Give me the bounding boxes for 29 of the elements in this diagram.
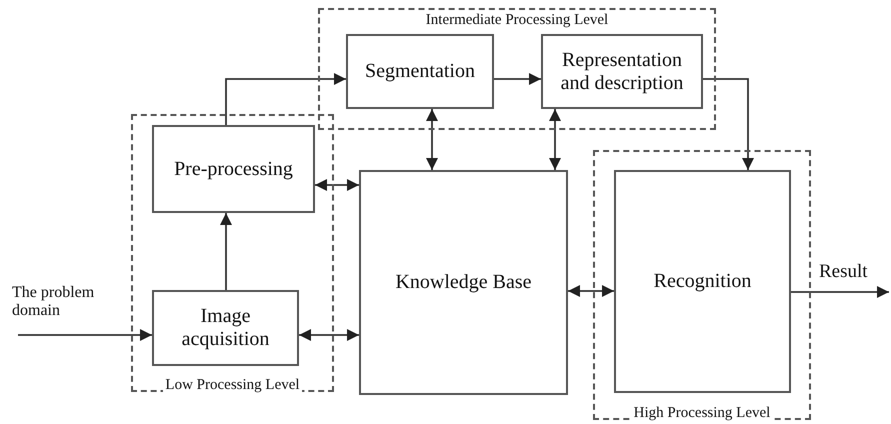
process-box (541, 34, 703, 109)
arrow (549, 109, 561, 170)
process-box (359, 170, 568, 395)
group-title: Intermediate Processing Level (424, 12, 610, 28)
dashed-group-frame (131, 114, 334, 392)
process-box (152, 290, 299, 366)
arrow (299, 329, 359, 341)
arrow (315, 179, 359, 191)
box-label: Recognition (652, 270, 752, 293)
process-box (614, 170, 791, 393)
arrow (494, 73, 541, 85)
arrow (791, 286, 889, 298)
arrow (703, 78, 754, 170)
box-label: Pre-processing (173, 158, 294, 180)
group-title: Low Processing Level (163, 377, 302, 393)
process-box (152, 125, 315, 213)
arrow (225, 73, 346, 125)
arrow (220, 213, 232, 290)
arrow (568, 285, 614, 297)
dashed-group-frame (593, 150, 811, 420)
box-label: Segmentation (364, 60, 476, 83)
dashed-group-frame (318, 8, 716, 130)
box-label: Knowledge Base (394, 271, 533, 294)
group-title: High Processing Level (632, 405, 772, 421)
arrow (18, 329, 152, 341)
box-label: Representation and description (560, 48, 684, 94)
arrow (426, 109, 438, 170)
process-box (346, 34, 494, 109)
box-label: Image acquisition (180, 305, 270, 351)
